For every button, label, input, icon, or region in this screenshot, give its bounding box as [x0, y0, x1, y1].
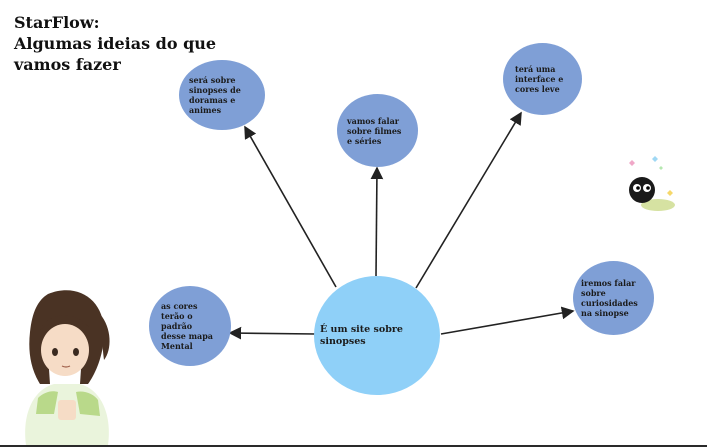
node-interface-label: terá uma interface e cores leve: [515, 64, 564, 94]
arrow-to-interface: [415, 111, 522, 289]
node-curiosidades: iremos falar sobre curiosidades na sinop…: [573, 261, 654, 335]
arrow-to-doramas: [244, 125, 337, 288]
arrow-to-cores: [228, 326, 317, 340]
arrow-to-filmes: [370, 166, 384, 277]
bottom-border: [0, 445, 707, 447]
page-title: StarFlow: Algumas ideias do que vamos fa…: [14, 13, 217, 74]
node-filmes-label: vamos falar sobre filmes e séries: [347, 115, 402, 146]
node-center: É um site sobre sinopses: [314, 276, 440, 395]
node-curiosidades-label: iremos falar sobre curiosidades na sinop…: [581, 278, 638, 318]
arrow-to-curiosidades: [440, 306, 575, 335]
node-doramas-label: será sobre sinopses de doramas e animes: [189, 75, 241, 115]
node-center-label: É um site sobre sinopses: [320, 323, 403, 347]
node-doramas: será sobre sinopses de doramas e animes: [179, 60, 265, 130]
node-interface: terá uma interface e cores leve: [503, 43, 582, 115]
node-cores: as cores terão o padrão desse mapa Menta…: [149, 286, 231, 366]
node-cores-label: as cores terão o padrão desse mapa Menta…: [161, 301, 213, 351]
node-filmes: vamos falar sobre filmes e séries: [337, 94, 418, 167]
soot-sprite-illustration: [629, 156, 675, 211]
anime-girl-illustration: [25, 290, 110, 445]
